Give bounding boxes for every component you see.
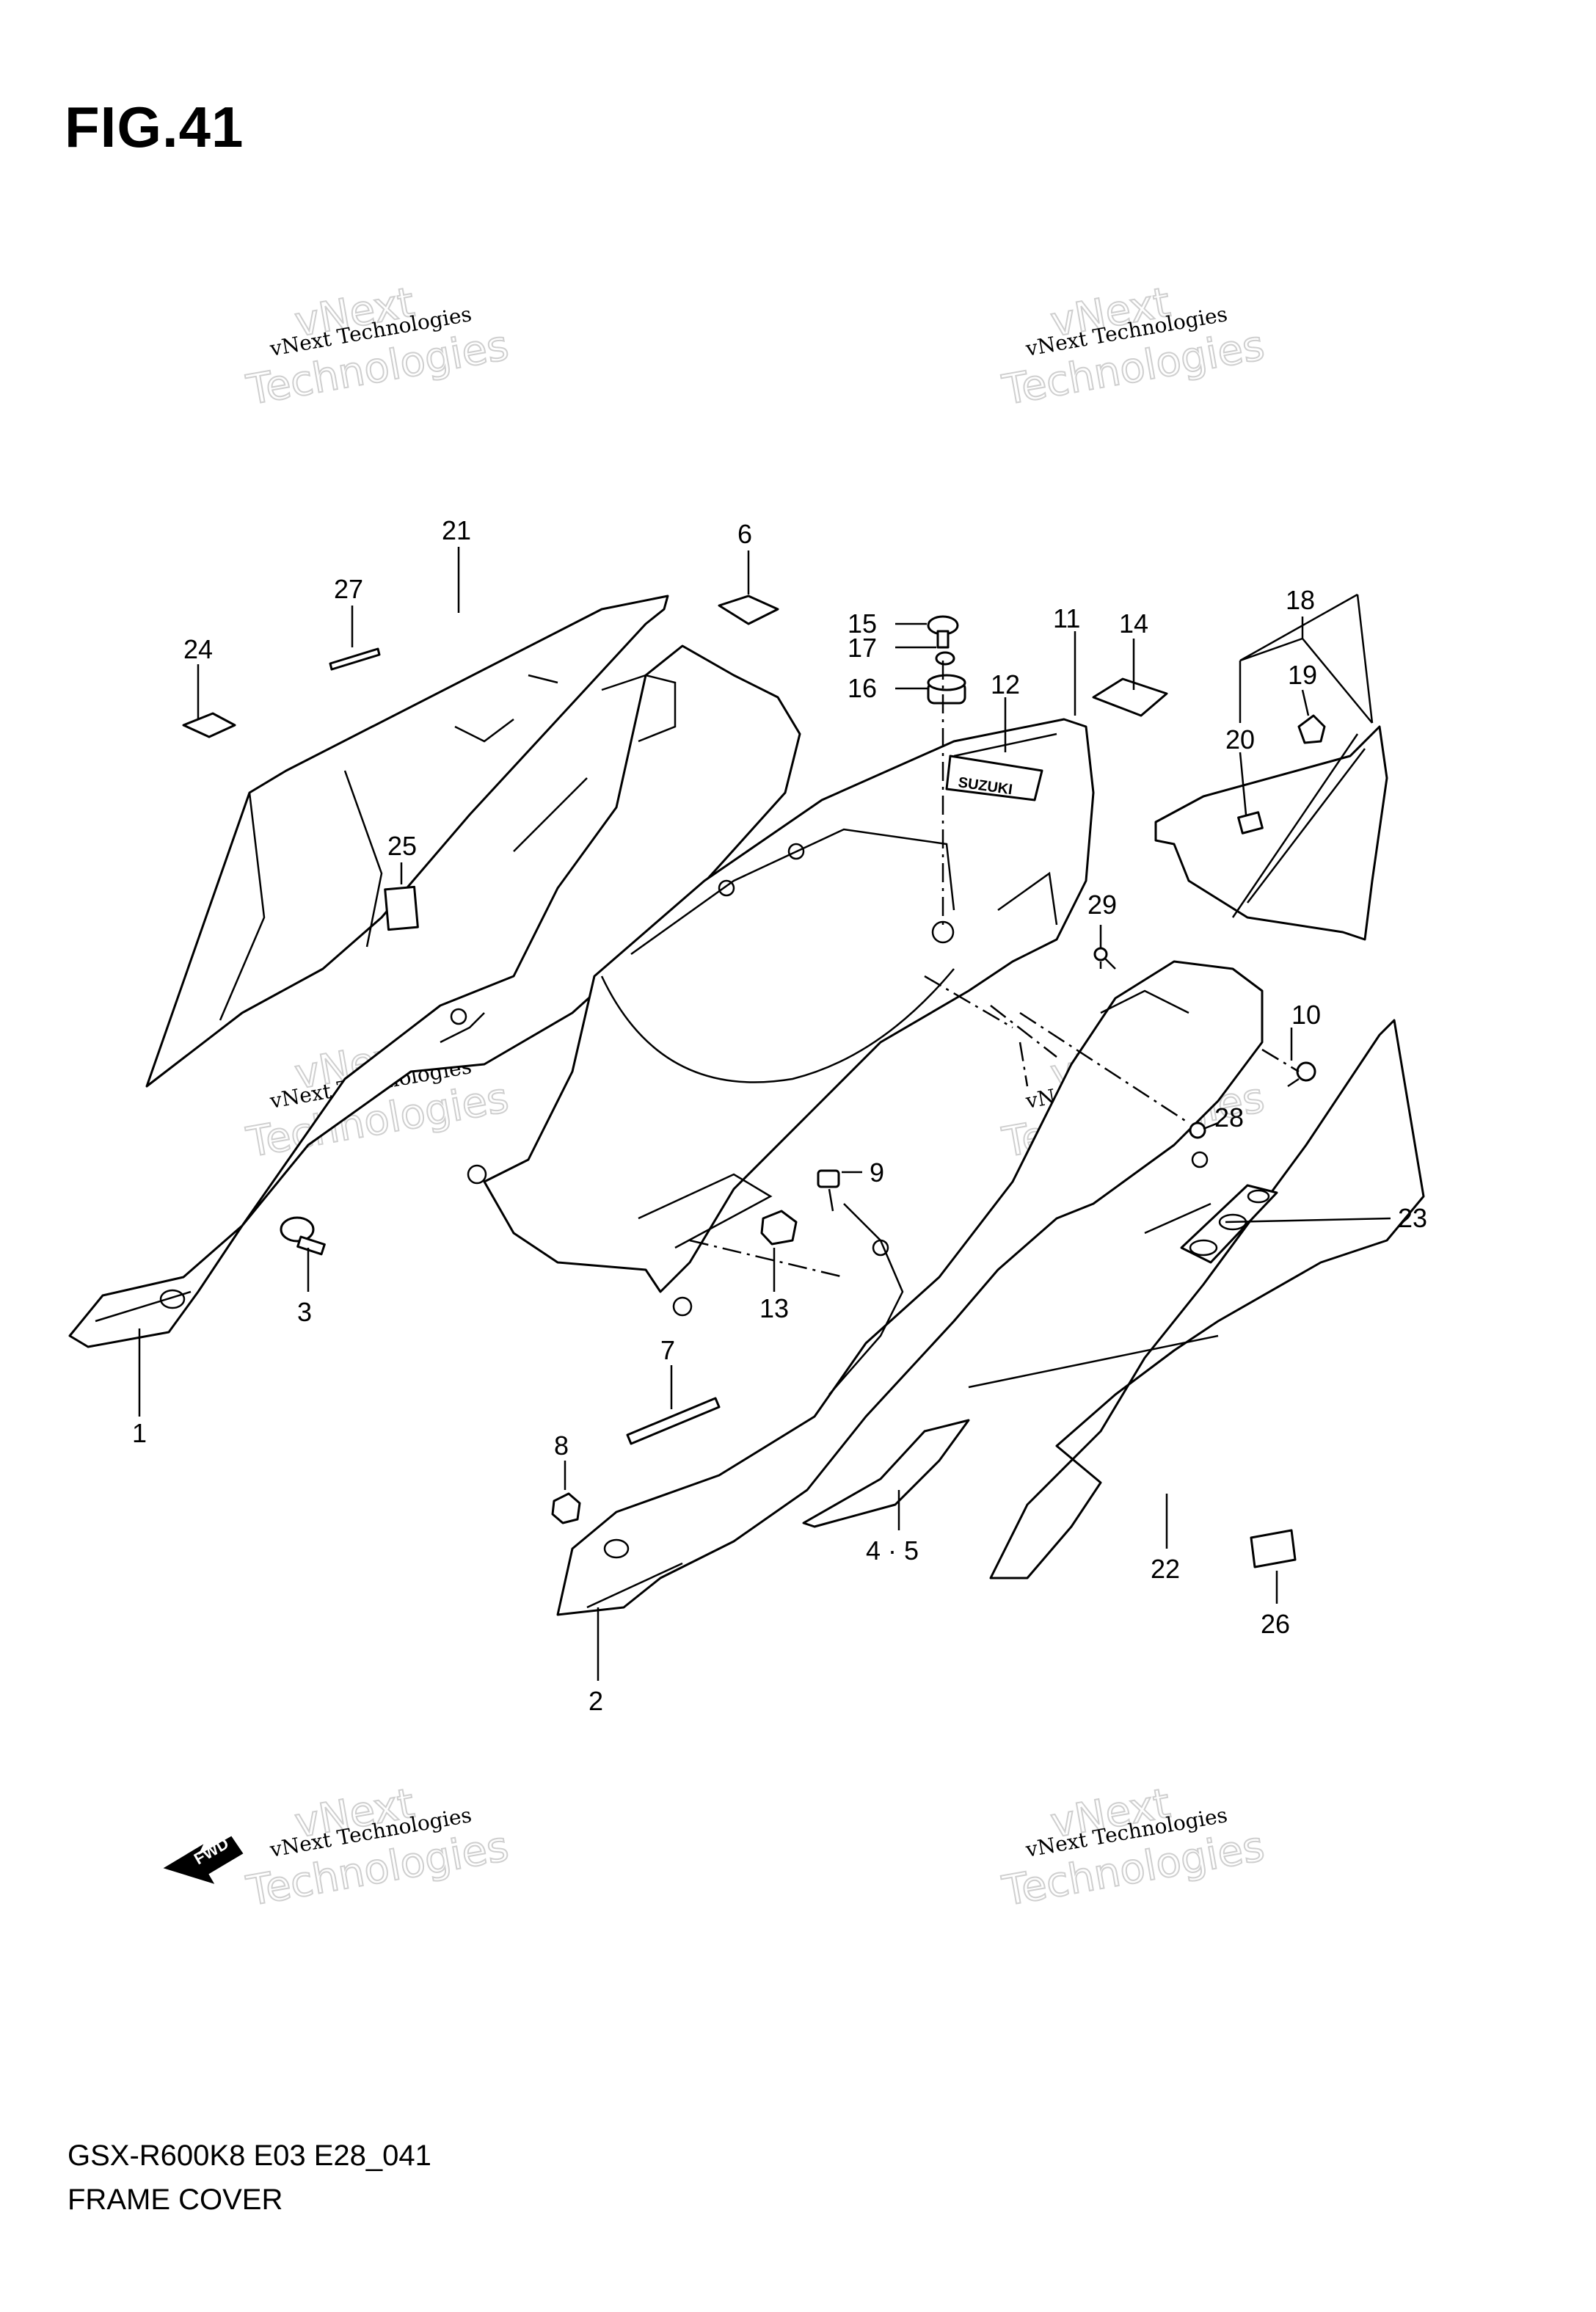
part-3-bolt xyxy=(280,1216,326,1256)
callout-22: 22 xyxy=(1151,1554,1180,1584)
part-15-bolt xyxy=(927,615,959,649)
part-7-strip xyxy=(626,1397,721,1445)
callout-18: 18 xyxy=(1286,585,1315,615)
callout-8: 8 xyxy=(554,1431,569,1461)
leader-lines xyxy=(138,547,1391,1681)
callout-24: 24 xyxy=(183,634,213,664)
callout-13: 13 xyxy=(759,1293,789,1323)
callout-11: 11 xyxy=(1053,603,1080,633)
callout-20: 20 xyxy=(1225,724,1255,755)
watermark: vNext vNext Technologies Technologies xyxy=(998,1779,1269,1916)
part-17-washer xyxy=(935,651,955,666)
callout-3: 3 xyxy=(297,1297,312,1327)
part-4-5-sheet xyxy=(802,1419,970,1528)
part-28-screw xyxy=(1189,1122,1206,1139)
part-6-pad xyxy=(718,595,779,625)
callout-27: 27 xyxy=(334,574,363,604)
callout-26: 26 xyxy=(1261,1609,1290,1639)
callout-labels: 1 2 3 4 · 5 6 7 8 9 10 11 12 13 14 15 16… xyxy=(132,515,1427,1716)
assembly-lines xyxy=(689,661,1300,1279)
part-13-nut xyxy=(760,1210,798,1246)
section-name: FRAME COVER xyxy=(68,2184,283,2216)
part-24-pad xyxy=(182,712,236,738)
callout-14: 14 xyxy=(1119,608,1148,639)
callout-28: 28 xyxy=(1214,1102,1244,1133)
part-8-nut xyxy=(551,1492,581,1524)
callout-21: 21 xyxy=(442,515,471,545)
callout-19: 19 xyxy=(1288,660,1317,690)
part-21-seat-tail-cover-left xyxy=(145,595,669,1088)
callout-7: 7 xyxy=(660,1335,675,1365)
part-2-frame-cover-right xyxy=(556,960,1264,1616)
callout-23: 23 xyxy=(1398,1203,1427,1233)
callout-16: 16 xyxy=(848,673,877,703)
part-26-pad xyxy=(1250,1529,1297,1568)
callout-25: 25 xyxy=(387,831,417,861)
callout-9: 9 xyxy=(870,1157,884,1188)
part-29-screw xyxy=(1093,947,1116,970)
part-1-frame-cover-left xyxy=(68,644,801,1348)
callout-1: 1 xyxy=(132,1418,147,1448)
part-25-pad xyxy=(384,885,419,931)
part-9-bolt xyxy=(817,1169,840,1212)
part-27-strip xyxy=(329,647,381,671)
watermark: vNext vNext Technologies Technologies xyxy=(242,278,513,415)
figure-title: FIG.41 xyxy=(65,95,244,159)
part-19-grommet xyxy=(1297,714,1326,744)
part-16-grommet xyxy=(927,674,966,705)
callout-15: 15 xyxy=(848,608,877,639)
callout-4-5: 4 · 5 xyxy=(866,1535,919,1566)
callout-6: 6 xyxy=(737,519,752,549)
watermark: vNext vNext Technologies Technologies xyxy=(242,1779,513,1916)
part-14-label xyxy=(1092,677,1168,717)
callout-10: 10 xyxy=(1291,1000,1321,1030)
callout-2: 2 xyxy=(589,1686,603,1716)
callout-29: 29 xyxy=(1087,890,1117,920)
watermark: vNext vNext Technologies Technologies xyxy=(998,278,1269,415)
part-10-bolt xyxy=(1287,1061,1316,1088)
model-code: GSX-R600K8 E03 E28_041 xyxy=(68,2140,431,2172)
callout-17: 17 xyxy=(848,633,877,663)
fwd-arrow-icon: FWD xyxy=(163,1834,244,1884)
callout-12: 12 xyxy=(991,669,1020,699)
part-20-tray xyxy=(1154,725,1388,941)
part-22-seat-tail-cover-right xyxy=(968,1019,1425,1579)
